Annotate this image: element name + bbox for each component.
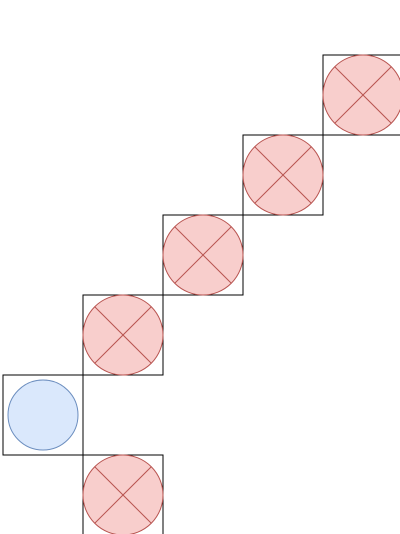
- grid-cell-5: [2, 374, 84, 456]
- cross-line-b: [254, 146, 312, 204]
- cross-line-b: [334, 66, 392, 124]
- cells-layer: [2, 54, 400, 534]
- cell-border: [2, 374, 84, 456]
- open-marker-icon: [7, 379, 79, 451]
- cross-line-b: [94, 466, 152, 524]
- grid-cell-4: [82, 294, 164, 376]
- grid-cell-3: [162, 214, 244, 296]
- grid-cell-6: [82, 454, 164, 534]
- cross-line-b: [94, 306, 152, 364]
- grid-cell-1: [322, 54, 400, 136]
- grid-cell-2: [242, 134, 324, 216]
- blocked-marker-icon: [322, 54, 400, 136]
- cross-line-b: [174, 226, 232, 284]
